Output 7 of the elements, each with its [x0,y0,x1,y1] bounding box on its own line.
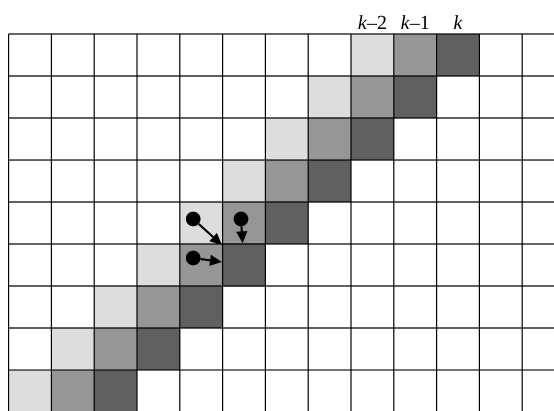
column-label: k–1 [401,15,429,29]
dot [234,212,248,226]
column-label: k [454,15,463,29]
column-label: k–2 [358,15,386,29]
dot [186,212,201,226]
dot [186,250,201,266]
shaded-cell [222,243,266,287]
